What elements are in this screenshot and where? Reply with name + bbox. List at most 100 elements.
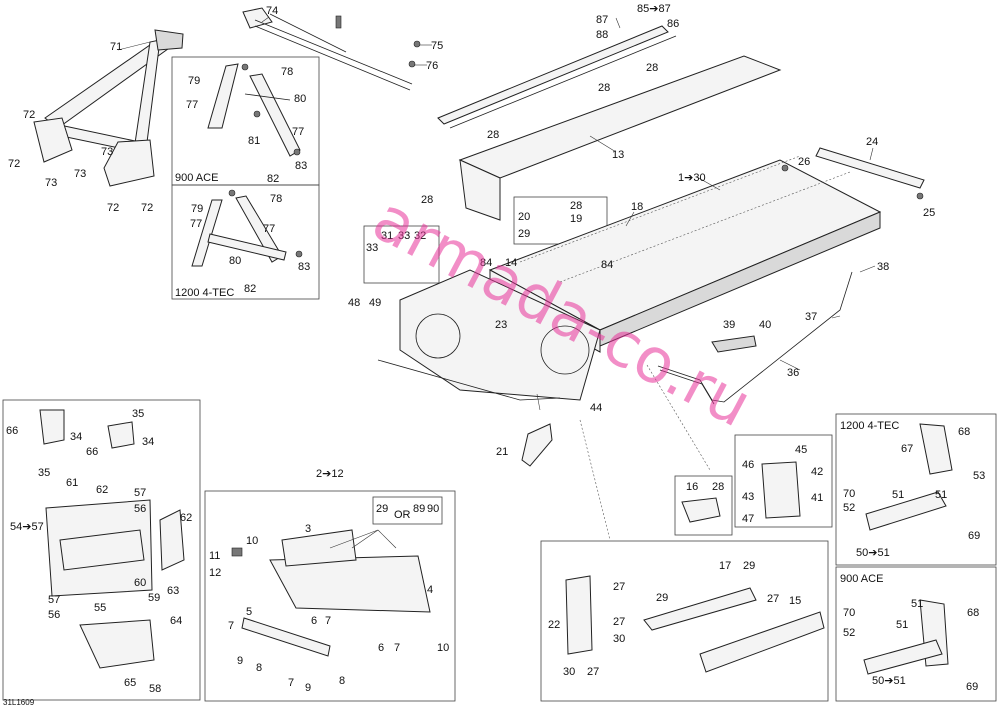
callout-59: 59 (148, 592, 160, 604)
callout-6-b: 6 (378, 642, 384, 654)
callout-35-a: 35 (132, 408, 144, 420)
callout-42: 42 (811, 466, 823, 478)
callout-73-c: 73 (74, 168, 86, 180)
callout-52-b: 52 (843, 627, 855, 639)
callout-38: 38 (877, 261, 889, 273)
callout-62-b: 62 (180, 512, 192, 524)
callout-8-b: 8 (339, 675, 345, 687)
callout-20: 20 (518, 211, 530, 223)
callout-40: 40 (759, 319, 771, 331)
callout-28-d: 28 (421, 194, 433, 206)
callout-47: 47 (742, 513, 754, 525)
callout-29-a: 29 (518, 228, 530, 240)
inset-box-1200-arms (171, 184, 320, 300)
callout-1-30: 1➔30 (678, 172, 706, 184)
callout-80-b: 80 (229, 255, 241, 267)
callout-75: 75 (431, 40, 443, 52)
callout-28-e: 28 (570, 200, 582, 212)
or-label: OR (394, 509, 411, 521)
callout-2-12: 2➔12 (316, 468, 344, 480)
callout-4: 4 (427, 584, 433, 596)
callout-12: 12 (209, 567, 221, 579)
callout-28-a: 28 (646, 62, 658, 74)
arms-1200 (191, 189, 303, 267)
callout-26: 26 (798, 156, 810, 168)
callout-55: 55 (94, 602, 106, 614)
callout-57-a: 57 (134, 487, 146, 499)
callout-15: 15 (789, 595, 801, 607)
callout-77-d: 77 (263, 223, 275, 235)
inset-box-floor (540, 540, 829, 702)
callout-58: 58 (149, 683, 161, 695)
callout-90: 90 (427, 503, 439, 515)
callout-39: 39 (723, 319, 735, 331)
callout-9-a: 9 (237, 655, 243, 667)
callout-80-a: 80 (294, 93, 306, 105)
callout-27-a: 27 (613, 581, 625, 593)
bracket-21 (521, 423, 553, 467)
bumper-2-12 (231, 529, 431, 657)
callout-8-a: 8 (256, 662, 262, 674)
callout-57-b: 57 (48, 594, 60, 606)
callout-17: 17 (719, 560, 731, 572)
callout-72-b: 72 (8, 158, 20, 170)
inset-box-front-frame (2, 399, 201, 701)
callout-82-b: 82 (244, 283, 256, 295)
diagram-reference-code: 31L1609 (3, 698, 35, 707)
callout-51-c: 51 (911, 598, 923, 610)
callout-81: 81 (248, 135, 260, 147)
callout-27-d: 27 (587, 666, 599, 678)
callout-73-b: 73 (45, 177, 57, 189)
leader-lines (117, 16, 876, 549)
steering-support-71 (33, 29, 184, 187)
callout-36: 36 (787, 367, 799, 379)
callout-51-d: 51 (896, 619, 908, 631)
callout-68-a: 68 (958, 426, 970, 438)
callout-82-a: 82 (267, 173, 279, 185)
callout-46: 46 (742, 459, 754, 471)
callout-56-b: 56 (48, 609, 60, 621)
callout-18: 18 (631, 201, 643, 213)
callout-11: 11 (209, 550, 220, 562)
callout-50-51-a: 50➔51 (856, 547, 890, 559)
callout-13: 13 (612, 149, 624, 161)
callout-69-a: 69 (968, 530, 980, 542)
bracket-16 (681, 497, 721, 523)
callout-49: 49 (369, 297, 381, 309)
callout-33-a: 33 (366, 242, 378, 254)
callout-84-b: 84 (601, 259, 613, 271)
callout-35-b: 35 (38, 467, 50, 479)
callout-44: 44 (590, 402, 602, 414)
callout-60: 60 (134, 577, 146, 589)
callout-86: 86 (667, 18, 679, 30)
callout-54-57: 54➔57 (10, 521, 44, 533)
callout-51-b: 51 (935, 489, 947, 501)
callout-84-a: 84 (480, 257, 492, 269)
callout-73-a: 73 (101, 146, 113, 158)
callout-3: 3 (305, 523, 311, 535)
callout-21: 21 (496, 446, 508, 458)
callout-85-87: 85➔87 (637, 3, 671, 15)
callout-62-a: 62 (96, 484, 108, 496)
callout-10-a: 10 (246, 535, 258, 547)
callout-50-51-b: 50➔51 (872, 675, 906, 687)
callout-28-b: 28 (598, 82, 610, 94)
inset-box-or (372, 496, 443, 525)
callout-77-a: 77 (186, 99, 198, 111)
steering-column-74 (242, 7, 421, 91)
callout-31: 31 (381, 230, 393, 242)
inset-titles: 900 ACE 1200 4-TEC 1200 4-TEC 900 ACE OR (175, 172, 899, 585)
inset-box-2-12 (204, 490, 456, 702)
callout-29-b: 29 (376, 503, 388, 515)
callout-64: 64 (170, 615, 182, 627)
arms-900-ace (207, 63, 301, 157)
callout-28-c: 28 (487, 129, 499, 141)
callout-78-b: 78 (270, 193, 282, 205)
callout-10-b: 10 (437, 642, 449, 654)
callout-34-b: 34 (142, 436, 154, 448)
callout-25: 25 (923, 207, 935, 219)
callout-51-a: 51 (892, 489, 904, 501)
callout-56-a: 56 (134, 503, 146, 515)
